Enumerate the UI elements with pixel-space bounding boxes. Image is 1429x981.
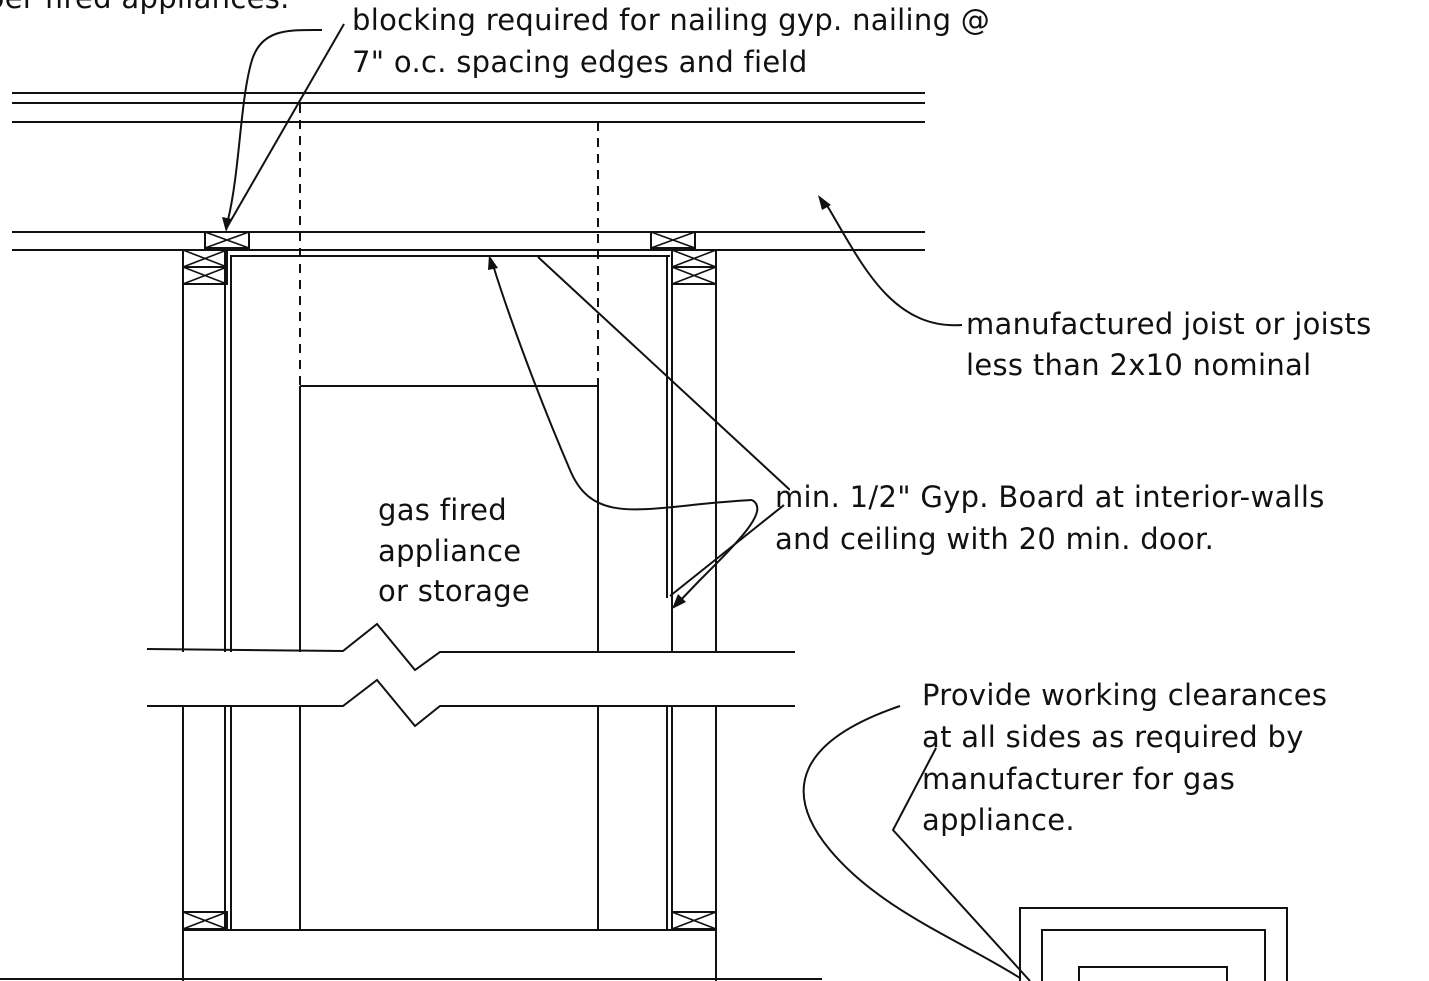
note-joist-line2: less than 2x10 nominal — [966, 348, 1311, 382]
note-clearance-line1: Provide working clearances — [922, 678, 1327, 712]
appliance-symbol — [1019, 907, 1288, 981]
leader-clearance — [802, 705, 1031, 981]
note-clearance-line3: manufacturer for gas — [922, 762, 1235, 796]
appliance-outline — [299, 104, 599, 930]
leader-blocking — [222, 23, 345, 232]
note-gyp-line1: min. 1/2" Gyp. Board at interior-walls — [775, 480, 1325, 514]
upper-floor-joist — [12, 92, 925, 123]
note-appliance-line3: or storage — [378, 574, 530, 608]
note-blocking-line1: blocking required for nailing gyp. naili… — [352, 3, 990, 37]
note-joist-line1: manufactured joist or joists — [966, 307, 1372, 341]
note-clearance-line2: at all sides as required by — [922, 720, 1304, 754]
leader-gyp — [488, 255, 791, 609]
note-top-left-partial: per fired appliances. — [0, 0, 290, 15]
note-appliance-line2: appliance — [378, 534, 521, 568]
note-clearance-line4: appliance. — [922, 803, 1075, 837]
note-gyp-line2: and ceiling with 20 min. door. — [775, 522, 1214, 556]
break-line-lower — [147, 678, 795, 728]
right-wall — [666, 249, 717, 981]
blocking-right — [650, 231, 696, 249]
ceiling-line — [12, 231, 925, 257]
note-blocking-line2: 7" o.c. spacing edges and field — [352, 45, 808, 79]
note-appliance-line1: gas fired — [378, 493, 507, 527]
blocking-left — [204, 231, 250, 249]
leader-joist — [818, 195, 963, 327]
left-wall — [182, 249, 232, 981]
floor-plate — [0, 929, 822, 980]
break-line-upper — [146, 622, 795, 672]
